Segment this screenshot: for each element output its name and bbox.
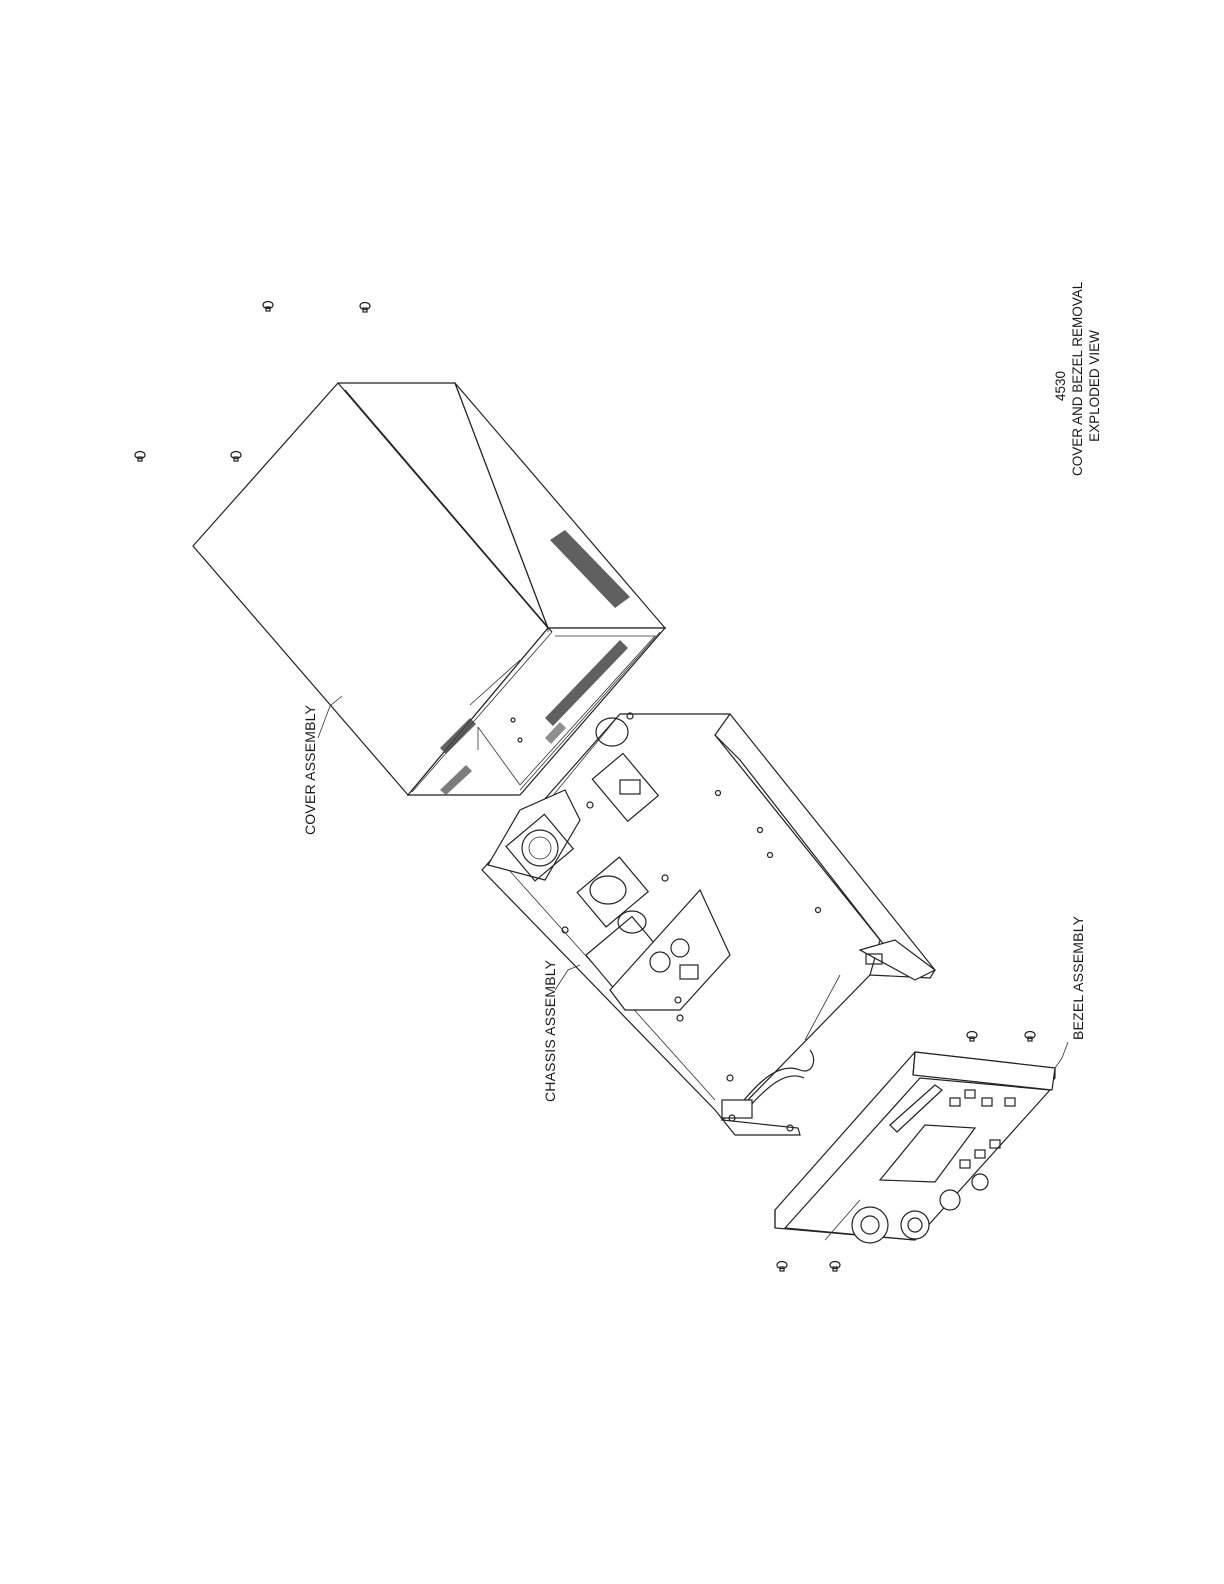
- drawing-title: COVER AND BEZEL REMOVAL: [1069, 296, 1086, 476]
- screw-icon: [1025, 1032, 1035, 1042]
- screw-icon: [135, 452, 145, 462]
- screw-icon: [777, 1262, 787, 1272]
- chassis-leader-line: [555, 965, 580, 990]
- screw-icon: [231, 452, 241, 462]
- screw-icon: [263, 302, 273, 312]
- chassis-assembly-label: CHASSIS ASSEMBLY: [542, 960, 558, 1102]
- model-number: 4530: [1052, 296, 1069, 476]
- cover-assembly-label: COVER ASSEMBLY: [302, 705, 318, 835]
- drawing-subtitle: EXPLODED VIEW: [1086, 296, 1103, 476]
- screw-icon: [360, 303, 370, 313]
- bezel-leader-line: [1055, 1042, 1068, 1068]
- screw-icon: [967, 1032, 977, 1042]
- bezel-assembly-label: BEZEL ASSEMBLY: [1070, 916, 1086, 1040]
- cover-assembly-part: [193, 383, 665, 795]
- drawing-title-block: 4530 COVER AND BEZEL REMOVAL EXPLODED VI…: [1052, 296, 1103, 476]
- bezel-assembly-part: [775, 1052, 1055, 1243]
- screw-icon: [830, 1262, 840, 1272]
